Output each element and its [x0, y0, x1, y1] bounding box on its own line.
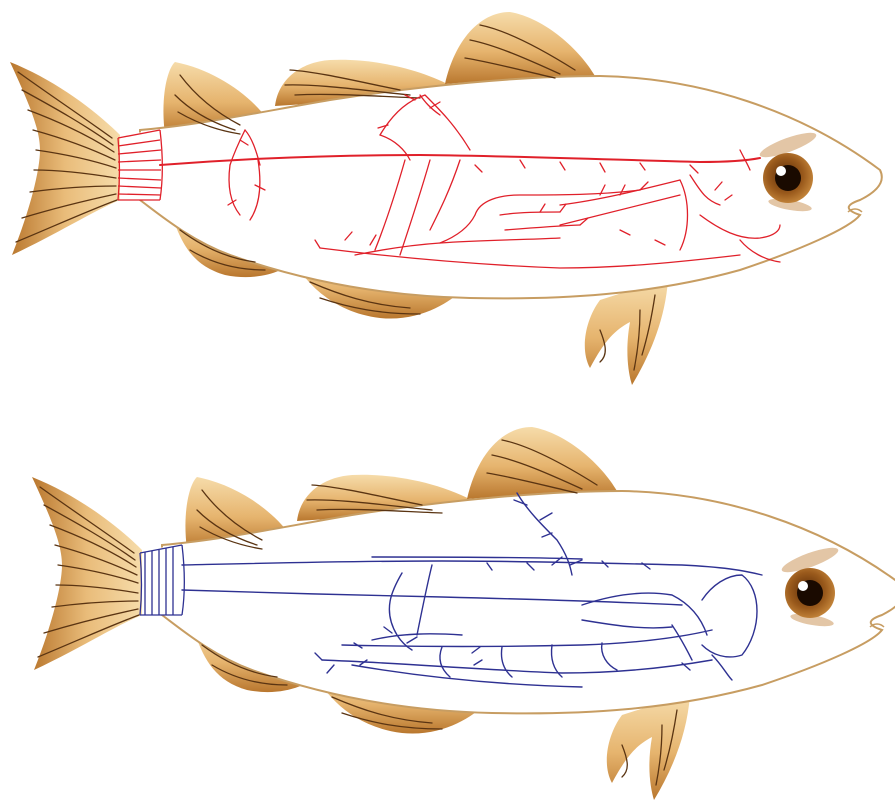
fish-body	[32, 427, 895, 800]
fish-arterial	[10, 12, 882, 385]
fish-venous	[32, 427, 895, 800]
fish-body	[10, 12, 882, 385]
